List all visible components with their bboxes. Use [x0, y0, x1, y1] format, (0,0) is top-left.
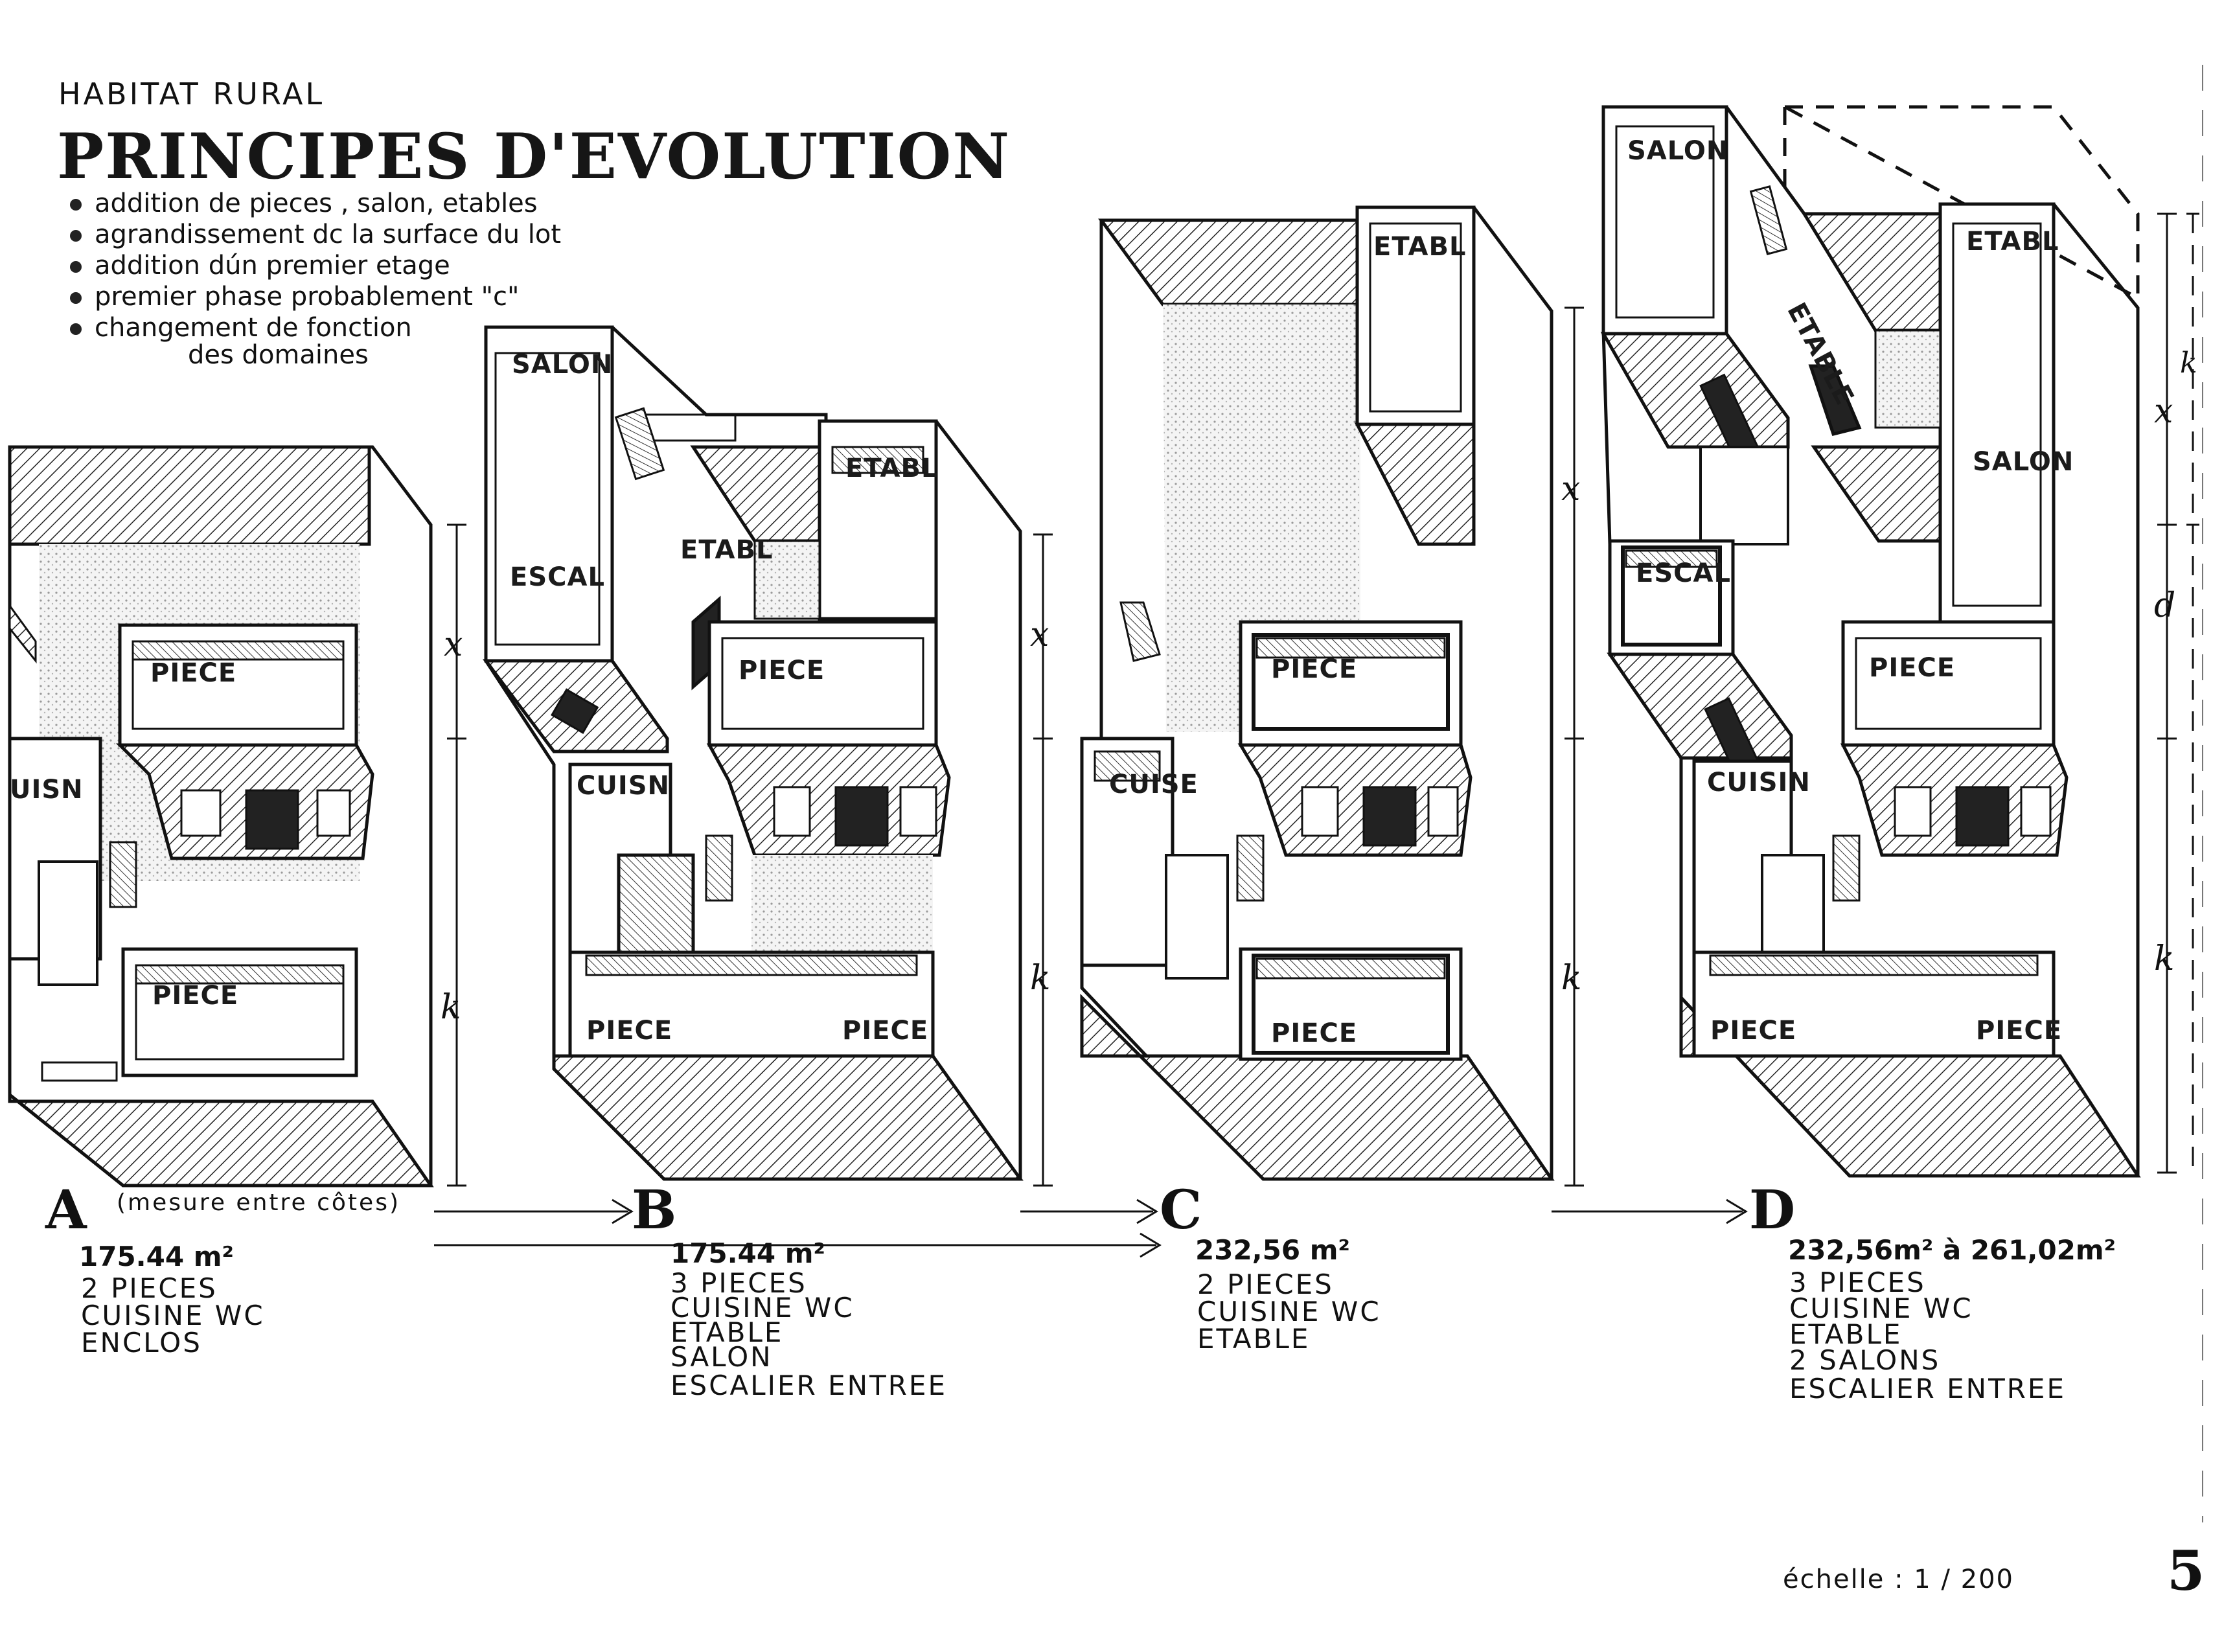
- measure-note: (mesure entre côtes): [117, 1189, 400, 1216]
- room-label-b-piece-3: PIECE: [842, 1016, 929, 1046]
- plan-d-piece: [1841, 620, 2056, 747]
- dimension-line-a: [447, 523, 466, 1187]
- plan-c-etabl: [1355, 205, 1476, 426]
- room-label-a-piece-1: PIECE: [150, 658, 237, 688]
- room-label-a-piece-2: PIECE: [152, 981, 239, 1011]
- dimension-line-d: [2157, 65, 2203, 1522]
- phase-c-info: 2 PIECES CUISINE WC ETABLE: [1197, 1268, 1381, 1355]
- plan-d-base: [1679, 993, 2141, 1178]
- phase-a-info: 2 PIECES CUISINE WC ENCLOS: [81, 1272, 265, 1359]
- plan-c-base: [1080, 993, 1555, 1181]
- plan-c: [1080, 205, 1555, 1181]
- room-label-c-etabl: ETABL: [1373, 232, 1467, 262]
- principle-item-continuation: des domaines: [188, 340, 369, 370]
- dimension-label-a-k: k: [441, 988, 461, 1027]
- plan-a-top-wall: [8, 445, 371, 546]
- principle-item: addition dún premier etage: [65, 250, 561, 281]
- page-title: PRINCIPES D'EVOLUTION: [57, 120, 1011, 193]
- dimension-label-c-x: x: [1561, 470, 1581, 509]
- room-label-d-piece-3: PIECE: [1976, 1016, 2063, 1046]
- room-label-d-escal: ESCAL: [1636, 558, 1731, 588]
- room-label-d-salon-1: SALON: [1627, 136, 1729, 166]
- room-label-d-salon-2: SALON: [1973, 447, 2074, 477]
- room-label-a-cuisine: UISN: [10, 775, 84, 805]
- plan-a-base: [8, 1091, 434, 1187]
- phase-letter-c: C: [1160, 1179, 1202, 1241]
- phase-b-area: 175.44 m²: [670, 1237, 825, 1269]
- principle-item: agrandissement dc la surface du lot: [65, 219, 561, 250]
- dimension-label-c-k: k: [1561, 959, 1582, 998]
- scale-label: échelle : 1 / 200: [1783, 1565, 2015, 1594]
- room-label-c-piece-1: PIECE: [1271, 654, 1358, 684]
- dimension-label-a-x: x: [444, 625, 463, 664]
- room-label-b-piece-1: PIECE: [739, 656, 825, 685]
- dimension-line-b: [1033, 533, 1053, 1187]
- phase-a-area: 175.44 m²: [79, 1241, 234, 1272]
- principle-item: premier phase probablement "c": [65, 281, 561, 312]
- dimension-label-d-d: d: [2154, 586, 2176, 625]
- room-label-b-salon: SALON: [512, 350, 613, 380]
- dimension-label-d-k-upper: k: [2180, 347, 2197, 380]
- dimension-label-b-x: x: [1030, 615, 1049, 654]
- phase-c-area: 232,56 m²: [1195, 1234, 1350, 1266]
- phase-arrows: [434, 1199, 1748, 1258]
- plan-b-base: [552, 1054, 1024, 1181]
- subtitle: HABITAT RURAL: [58, 76, 325, 111]
- room-label-b-escal: ESCAL: [510, 562, 605, 592]
- page-number: 5: [2167, 1539, 2205, 1603]
- plan-d: [1600, 105, 2141, 1178]
- principle-item: changement de fonction: [65, 312, 561, 343]
- phase-d-area: 232,56m² à 261,02m²: [1788, 1234, 2116, 1266]
- room-label-d-cuisine: CUISIN: [1707, 768, 1811, 797]
- plan-d-etabl: [1938, 202, 2056, 624]
- room-label-b-cuisine: CUISN: [577, 771, 670, 801]
- room-label-d-piece-1: PIECE: [1869, 653, 1956, 683]
- plan-b: [483, 325, 1024, 1181]
- dimension-line-c: [1564, 306, 1584, 1187]
- room-label-d-piece-2: PIECE: [1710, 1016, 1797, 1046]
- room-label-c-cuisine: CUISE: [1109, 770, 1198, 799]
- room-label-c-piece-2: PIECE: [1271, 1018, 1358, 1048]
- principle-item: addition de pieces , salon, etables: [65, 188, 561, 219]
- dimension-label-b-k: k: [1030, 959, 1051, 998]
- phase-d-info: 3 PIECES CUISINE WC ETABLE 2 SALONS ESCA…: [1789, 1267, 2066, 1405]
- phase-letter-d: D: [1749, 1179, 1796, 1241]
- room-label-b-etabl-1: ETABL: [845, 453, 939, 483]
- dimension-label-d-k: k: [2154, 939, 2175, 978]
- phase-letter-a: A: [45, 1179, 87, 1241]
- phase-letter-b: B: [632, 1179, 677, 1241]
- principles-list: addition de pieces , salon, etables agra…: [65, 188, 561, 371]
- phase-b-info: 3 PIECES CUISINE WC ETABLE SALON ESCALIE…: [670, 1267, 947, 1401]
- plan-a: [8, 445, 434, 1187]
- dimension-label-d-x: x: [2154, 392, 2173, 431]
- room-label-d-etabl: ETABL: [1966, 227, 2059, 257]
- room-label-b-piece-2: PIECE: [586, 1016, 673, 1046]
- room-label-b-etabl-2: ETABL: [680, 535, 774, 565]
- plan-b-salon: [484, 325, 614, 663]
